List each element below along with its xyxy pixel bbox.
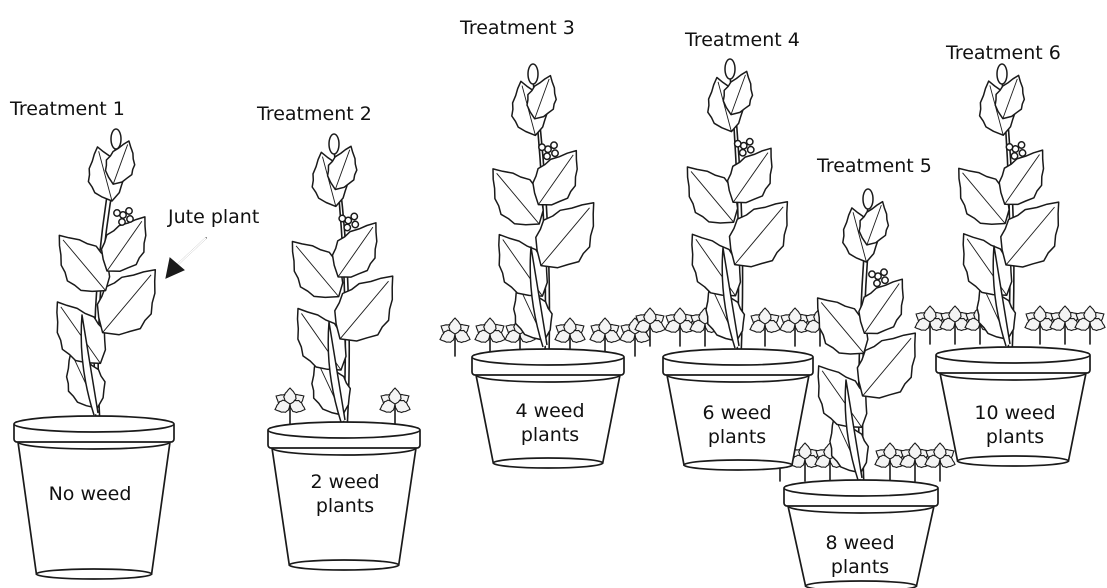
pot-2-text: 2 weed plants [275, 470, 415, 518]
jute-plant-5 [818, 189, 916, 490]
treatment-1-label: Treatment 1 [10, 98, 125, 120]
jute-plant-3 [493, 64, 594, 357]
jute-plant-arrow [166, 238, 206, 278]
treatment-3-label: Treatment 3 [460, 17, 575, 39]
pot-6-line-1: 10 weed [940, 401, 1090, 425]
pot-3-line-2: plants [480, 423, 620, 447]
pot-4-line-1: 6 weed [667, 401, 807, 425]
jute-plant-annotation: Jute plant [168, 206, 259, 228]
pot-5-line-2: plants [790, 555, 930, 579]
treatment-5-label: Treatment 5 [817, 155, 932, 177]
pot-1-text: No weed [20, 482, 160, 506]
pot-1-line-1: No weed [20, 482, 160, 506]
pot-6-text: 10 weed plants [940, 401, 1090, 449]
pot-3-line-1: 4 weed [480, 399, 620, 423]
pot-4-line-2: plants [667, 425, 807, 449]
pot-5-text: 8 weed plants [790, 531, 930, 579]
jute-plant-1 [57, 129, 155, 425]
pot-6-line-2: plants [940, 425, 1090, 449]
treatment-6-label: Treatment 6 [946, 42, 1061, 64]
pot-5-line-1: 8 weed [790, 531, 930, 555]
jute-plant-2 [292, 134, 392, 432]
pot-3-text: 4 weed plants [480, 399, 620, 447]
treatment-4-label: Treatment 4 [685, 29, 800, 51]
pot-2-line-2: plants [275, 494, 415, 518]
pot-4-text: 6 weed plants [667, 401, 807, 449]
pot-2-line-1: 2 weed [275, 470, 415, 494]
treatment-2-label: Treatment 2 [257, 103, 372, 125]
